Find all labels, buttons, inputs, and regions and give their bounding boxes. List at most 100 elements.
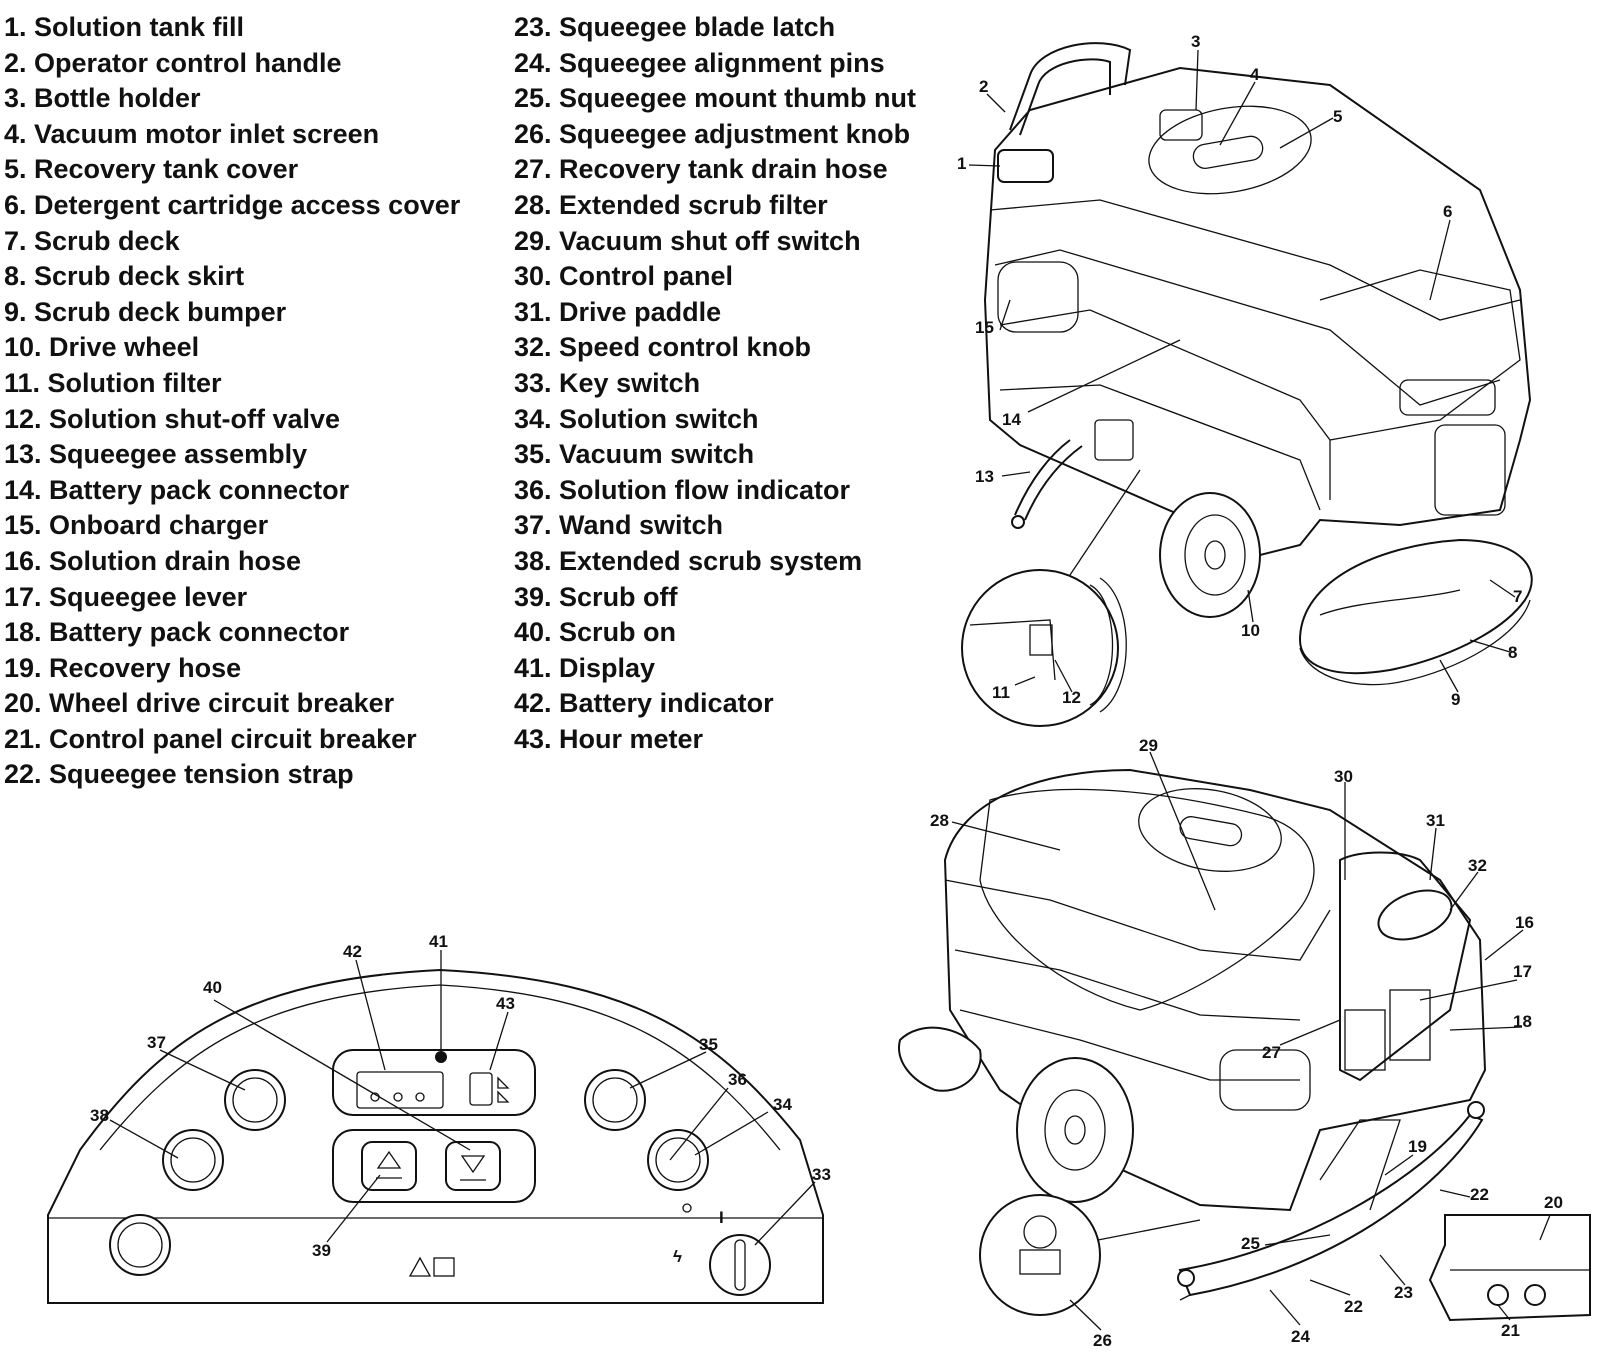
warning-icon (408, 1256, 432, 1277)
wand-switch-icon (224, 1069, 286, 1131)
callout-22-lower: 22 (1344, 1297, 1363, 1316)
scrub-on-button (445, 1141, 501, 1191)
legend-item: 5. Recovery tank cover (4, 154, 299, 185)
callout-11: 11 (992, 683, 1010, 702)
legend-item: 18. Battery pack connector (4, 617, 350, 648)
control-panel-diagram: I ϟ (47, 950, 824, 1304)
callout-8: 8 (1508, 643, 1517, 662)
callout-25: 25 (1241, 1234, 1260, 1253)
callout-20: 20 (1544, 1193, 1563, 1212)
legend-item: 19. Recovery hose (4, 652, 242, 683)
legend-item: 22. Squeegee tension strap (4, 759, 354, 790)
legend-item: 9. Scrub deck bumper (4, 296, 287, 327)
callout-labels: 1 2 3 4 5 6 7 8 9 10 11 12 13 14 15 16 1… (90, 32, 1563, 1350)
display-dot (435, 1051, 447, 1063)
legend-left-column: 1. Solution tank fill 2. Operator control… (4, 10, 460, 793)
key-switch-icon (709, 1234, 771, 1296)
callout-7: 7 (1513, 587, 1522, 606)
legend-item: 36. Solution flow indicator (514, 474, 851, 505)
callout-40: 40 (203, 978, 222, 997)
callout-41: 41 (429, 932, 448, 951)
legend-item: 30. Control panel (514, 261, 734, 292)
legend-item: 12. Solution shut-off valve (4, 403, 341, 434)
callout-28: 28 (930, 811, 949, 830)
callout-34: 34 (773, 1095, 792, 1114)
callout-3: 3 (1191, 32, 1200, 51)
legend-item: 10. Drive wheel (4, 332, 200, 363)
legend-item: 13. Squeegee assembly (4, 439, 308, 470)
legend-item: 41. Display (514, 652, 656, 683)
vacuum-switch-icon (584, 1069, 646, 1131)
legend-item: 21. Control panel circuit breaker (4, 723, 417, 754)
legend-item: 37. Wand switch (514, 510, 724, 541)
display-bay (332, 1049, 536, 1116)
callout-31: 31 (1426, 811, 1445, 830)
callout-33: 33 (812, 1165, 831, 1184)
machine-rear-view (898, 751, 1591, 1331)
callout-6: 6 (1443, 202, 1452, 221)
callout-23: 23 (1394, 1283, 1413, 1302)
callout-18: 18 (1513, 1012, 1532, 1031)
legend-item: 15. Onboard charger (4, 510, 269, 541)
callout-22-upper: 22 (1470, 1185, 1489, 1204)
legend-item: 6. Detergent cartridge access cover (4, 189, 461, 220)
scrub-off-button (361, 1141, 417, 1191)
callout-5: 5 (1333, 107, 1342, 126)
callout-10: 10 (1241, 621, 1260, 640)
callout-29: 29 (1139, 736, 1158, 755)
extended-scrub-switch-icon (162, 1129, 224, 1191)
legend-item: 16. Solution drain hose (4, 545, 302, 576)
legend-item: 28. Extended scrub filter (514, 189, 828, 220)
legend-item: 25. Squeegee mount thumb nut (514, 83, 917, 114)
callout-35: 35 (699, 1035, 718, 1054)
callout-14: 14 (1002, 410, 1021, 429)
solution-switch-icon (647, 1129, 709, 1191)
callout-13: 13 (975, 467, 994, 486)
legend-item: 23. Squeegee blade latch (514, 12, 836, 42)
callout-9: 9 (1451, 690, 1460, 709)
legend-item: 17. Squeegee lever (4, 581, 248, 612)
scrub-deck-switch-icon (109, 1214, 171, 1276)
callout-38: 38 (90, 1106, 109, 1125)
callout-32: 32 (1468, 856, 1487, 875)
callout-4: 4 (1250, 65, 1260, 84)
legend-item: 31. Drive paddle (514, 296, 722, 327)
callout-1: 1 (957, 154, 966, 173)
callout-15: 15 (975, 318, 994, 337)
legend-item: 40. Scrub on (514, 617, 677, 648)
legend-item: 35. Vacuum switch (514, 439, 755, 470)
legend-item: 39. Scrub off (514, 581, 678, 612)
legend-item: 24. Squeegee alignment pins (514, 47, 885, 78)
legend-item: 29. Vacuum shut off switch (514, 225, 861, 256)
callout-26: 26 (1093, 1331, 1112, 1350)
hour-meter-icon (469, 1072, 493, 1106)
callout-24: 24 (1291, 1327, 1310, 1346)
key-switch-tick: I (719, 1208, 724, 1227)
legend-item: 32. Speed control knob (514, 332, 812, 363)
callout-16: 16 (1515, 913, 1534, 932)
legend-item: 38. Extended scrub system (514, 545, 863, 576)
callout-12: 12 (1062, 688, 1081, 707)
callout-43: 43 (496, 994, 515, 1013)
legend-item: 7. Scrub deck (4, 225, 180, 256)
callout-21: 21 (1501, 1321, 1520, 1340)
legend-item: 20. Wheel drive circuit breaker (4, 688, 395, 719)
legend-item: 1. Solution tank fill (4, 12, 245, 42)
callout-2: 2 (979, 77, 988, 96)
callout-39: 39 (312, 1241, 331, 1260)
legend-item: 2. Operator control handle (4, 47, 342, 78)
callout-17: 17 (1513, 962, 1532, 981)
callout-19: 19 (1408, 1137, 1427, 1156)
legend-item: 8. Scrub deck skirt (4, 261, 245, 292)
legend-item: 27. Recovery tank drain hose (514, 154, 888, 185)
manual-icon (433, 1257, 455, 1277)
legend-item: 42. Battery indicator (514, 688, 774, 719)
legend-item: 26. Squeegee adjustment knob (514, 118, 911, 149)
machine-top-view (961, 42, 1533, 727)
callout-36: 36 (728, 1070, 747, 1089)
legend-item: 34. Solution switch (514, 403, 759, 434)
callout-42: 42 (343, 942, 362, 961)
legend-item: 3. Bottle holder (4, 83, 201, 114)
legend-item: 14. Battery pack connector (4, 474, 350, 505)
